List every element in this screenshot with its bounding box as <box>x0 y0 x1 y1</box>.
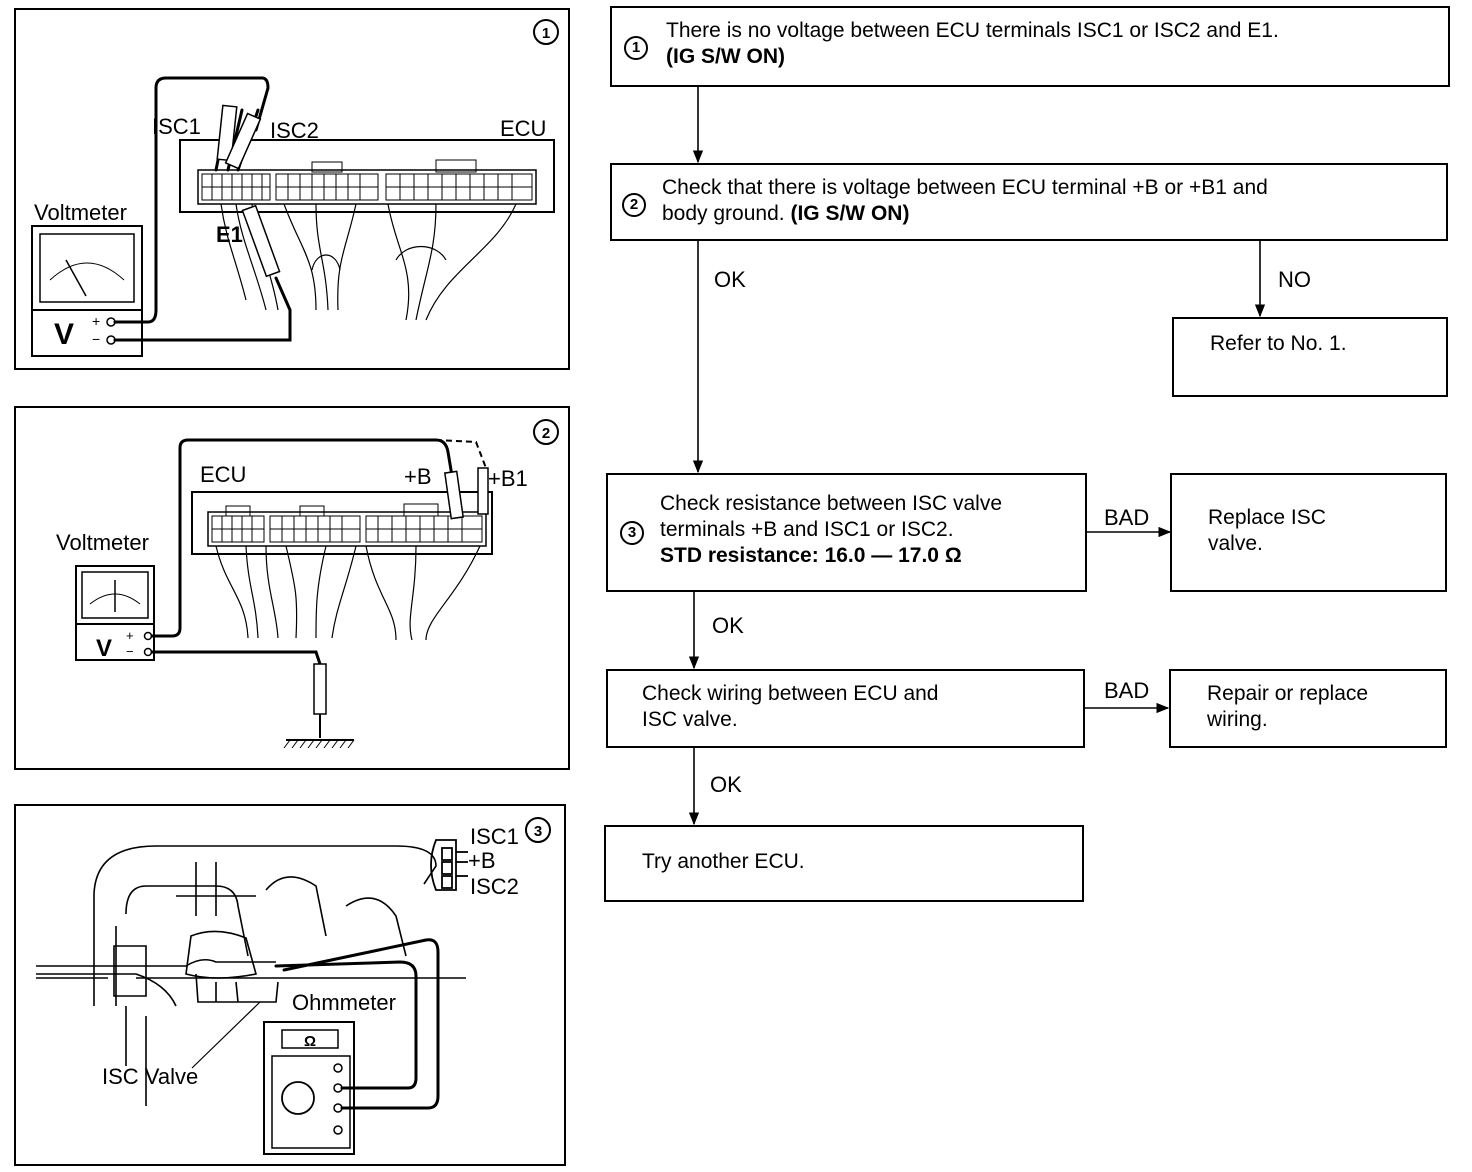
isc-connector-icon <box>430 839 468 891</box>
label-no: NO <box>1278 267 1311 292</box>
label-voltmeter: Voltmeter <box>34 200 127 225</box>
wiring-line-1: Check wiring between ECU and <box>642 682 939 705</box>
label-plus-b-3: +B <box>468 848 496 873</box>
step-2-line-2a: body ground. <box>662 202 785 225</box>
step-3-line-2: terminals +B and ISC1 or ISC2. <box>660 518 954 541</box>
figure-3-ohmmeter-isc-valve: 3 ISC1 +B ISC2 <box>14 804 566 1166</box>
another-ecu-text: Try another ECU. <box>642 850 805 873</box>
label-isc2: ISC2 <box>270 118 319 143</box>
label-ecu: ECU <box>500 116 546 141</box>
step-1-line-1: There is no voltage between ECU terminal… <box>666 19 1279 42</box>
step-1-number: 1 <box>624 36 648 60</box>
label-ecu-2: ECU <box>200 462 246 487</box>
label-plus-b1: +B1 <box>488 466 528 491</box>
label-plus-b: +B <box>404 464 432 489</box>
label-ok-2: OK <box>712 613 744 638</box>
figure-2-number: 2 <box>542 425 550 442</box>
plus-terminal-label: + <box>92 313 100 329</box>
label-isc-valve: ISC Valve <box>102 1064 198 1089</box>
label-ok-3: OK <box>710 772 742 797</box>
minus-terminal-label: − <box>92 331 100 347</box>
label-bad-2: BAD <box>1104 678 1150 703</box>
label-ok-1: OK <box>714 267 746 292</box>
figure-2-drawing: 2 ECU +B +B1 Voltmeter <box>56 419 559 749</box>
minus-terminal-label-2: − <box>126 644 134 659</box>
label-isc1: ISC1 <box>152 114 201 139</box>
ohm-symbol-label: Ω <box>304 1033 316 1050</box>
voltmeter-icon-2 <box>75 565 155 661</box>
figure-1-voltmeter-ecu-isc: 1 <box>14 8 570 370</box>
flow-replace-isc-valve: Replace ISC valve. <box>1170 473 1447 592</box>
label-ohmmeter: Ohmmeter <box>292 990 396 1015</box>
voltmeter-v-label-2: V <box>96 635 112 662</box>
figure-3-number: 3 <box>534 823 542 840</box>
flow-try-another-ecu: Try another ECU. <box>604 825 1084 902</box>
step-3-line-3: STD resistance: 16.0 — 17.0 Ω <box>660 544 962 567</box>
figure-1-drawing: 1 <box>31 19 559 357</box>
wiring-line-2: ISC valve. <box>642 708 738 731</box>
label-e1: E1 <box>216 222 243 247</box>
label-isc2-3: ISC2 <box>470 874 519 899</box>
flow-step-1: 1 There is no voltage between ECU termin… <box>610 6 1450 87</box>
step-1-line-2: (IG S/W ON) <box>666 45 785 68</box>
step-2-line-2b: (IG S/W ON) <box>790 202 910 225</box>
replace-line-1: Replace ISC <box>1208 506 1326 529</box>
step-3-number: 3 <box>620 521 644 545</box>
flow-step-3: 3 Check resistance between ISC valve ter… <box>606 473 1087 592</box>
label-voltmeter-2: Voltmeter <box>56 530 149 555</box>
flow-repair-wiring: Repair or replace wiring. <box>1169 669 1447 748</box>
figure-3-drawing: 3 ISC1 +B ISC2 <box>36 817 551 1155</box>
refer-text: Refer to No. 1. <box>1210 332 1347 355</box>
voltmeter-v-label: V <box>54 318 74 351</box>
repair-line-1: Repair or replace <box>1207 682 1369 705</box>
label-isc1-3: ISC1 <box>470 824 519 849</box>
flow-step-2: 2 Check that there is voltage between EC… <box>610 163 1448 241</box>
repair-line-2: wiring. <box>1207 708 1268 731</box>
step-2-number: 2 <box>622 193 646 217</box>
label-bad-1: BAD <box>1104 505 1150 530</box>
flow-refer-no1: Refer to No. 1. <box>1172 317 1448 397</box>
plus-terminal-label-2: + <box>126 628 134 643</box>
step-2-line-1: Check that there is voltage between ECU … <box>662 176 1268 199</box>
flow-check-wiring: Check wiring between ECU and ISC valve. <box>606 669 1085 748</box>
figure-1-number: 1 <box>542 25 550 42</box>
figure-2-voltmeter-ecu-b: 2 ECU +B +B1 Voltmeter <box>14 406 570 770</box>
step-3-line-1: Check resistance between ISC valve <box>660 492 1002 515</box>
voltmeter-icon <box>31 225 143 357</box>
replace-line-2: valve. <box>1208 532 1263 555</box>
